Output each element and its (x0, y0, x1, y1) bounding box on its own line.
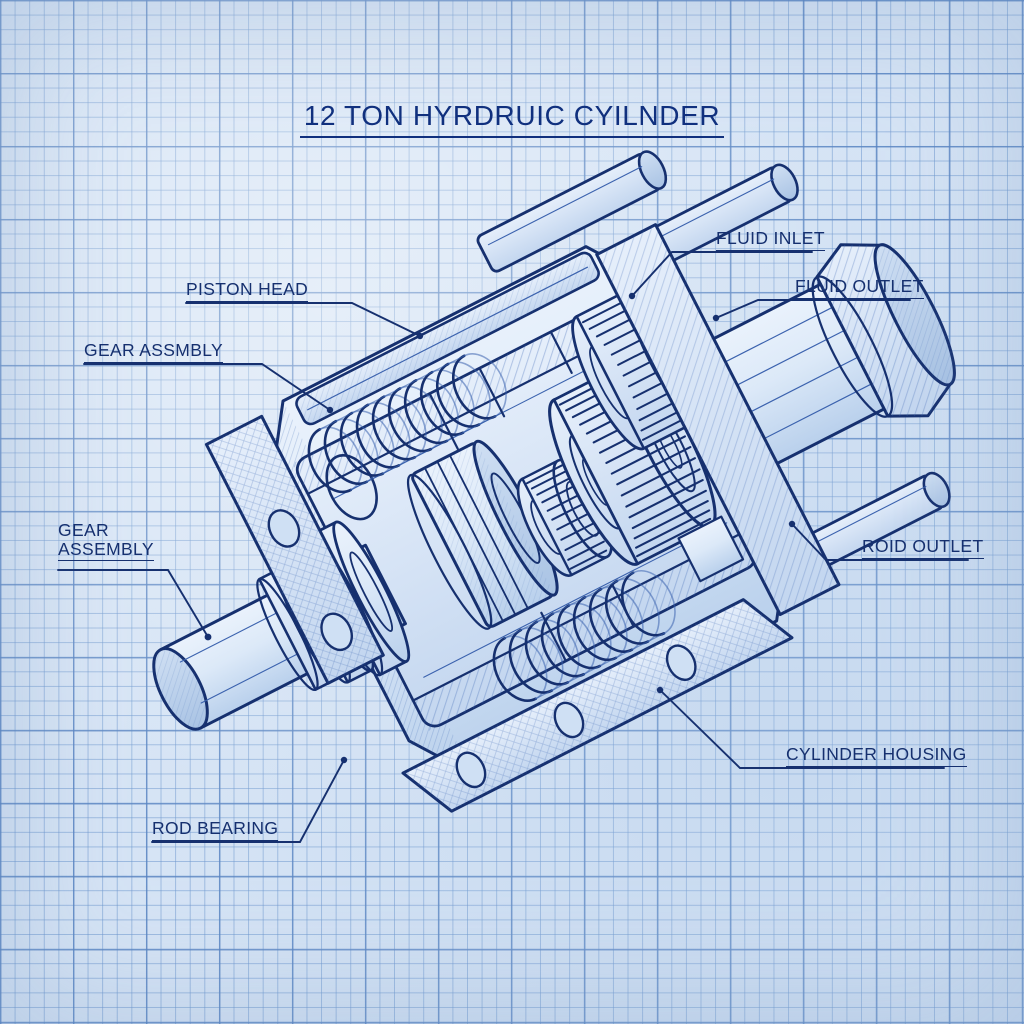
callout-rod-bearing[interactable]: ROD BEARING (152, 818, 279, 841)
callout-gear-assmbly[interactable]: GEAR ASSMBLY (84, 340, 224, 363)
mounting-flange-front (401, 598, 794, 813)
callout-fluid-outlet-label: FLUID OUTLET (795, 276, 924, 296)
leader-dot (204, 633, 212, 641)
leader-roid-outlet (791, 523, 969, 561)
leader-dot (340, 756, 348, 764)
flange-bolt-hole (665, 644, 697, 682)
leader-cylinder-housing (659, 689, 945, 769)
leader-dot (628, 292, 636, 300)
leader-rod-bearing (151, 759, 345, 843)
flange-bolt-hole (320, 612, 354, 652)
callout-piston-head-label: PISTON HEAD (186, 279, 309, 299)
callout-gear-assembly-line1: GEAR (58, 520, 109, 540)
callout-roid-outlet[interactable]: ROID OUTLET (862, 537, 984, 559)
callout-cylinder-housing-label: CYLINDER HOUSING (786, 744, 967, 764)
housing-end-plate (595, 223, 841, 617)
piston-head (406, 439, 559, 630)
callout-roid-outlet-label: ROID OUTLET (862, 536, 984, 556)
leader-dot (656, 686, 664, 694)
flange-bolt-hole (553, 701, 585, 739)
callout-fluid-inlet[interactable]: FLUID INLET (716, 229, 825, 251)
leader-piston-head (185, 302, 421, 337)
title-block: 12 TON HYRDRUIC CYILNDER (0, 100, 1024, 138)
callout-gear-assembly-line2: ASSEMBLY (58, 538, 154, 559)
housing-top-rib (295, 251, 600, 426)
callout-gear-assembly[interactable]: GEAR ASSEMBLY (58, 520, 154, 562)
mounting-flange-rear (204, 414, 385, 685)
callout-fluid-outlet[interactable]: FLUID OUTLET (795, 277, 924, 299)
return-spring-lower (492, 560, 687, 703)
callout-piston-head[interactable]: PISTON HEAD (186, 279, 309, 302)
leader-dot (416, 332, 424, 340)
fluid-inlet-port (476, 150, 668, 273)
leader-dot (712, 314, 720, 322)
flange-bolt-hole (267, 509, 301, 548)
leader-gear-assmbly (83, 363, 331, 411)
return-spring-upper (307, 343, 518, 521)
leader-gear-assembly (57, 569, 209, 638)
flange-bolt-hole (455, 751, 487, 789)
leader-dot (788, 520, 796, 528)
leader-fluid-inlet (631, 251, 813, 297)
drawing-title: 12 TON HYRDRUIC CYILNDER (299, 100, 725, 138)
callout-cylinder-housing[interactable]: CYLINDER HOUSING (786, 745, 967, 767)
leader-dot (326, 406, 334, 414)
callout-rod-bearing-label: ROD BEARING (152, 818, 279, 838)
main-spur-gear (548, 351, 732, 566)
callout-gear-assmbly-label: GEAR ASSMBLY (84, 340, 224, 360)
internal-ribs (428, 330, 745, 663)
leader-fluid-outlet (715, 299, 911, 319)
callout-fluid-inlet-label: FLUID INLET (716, 228, 825, 248)
hex-end-cap (811, 243, 956, 418)
